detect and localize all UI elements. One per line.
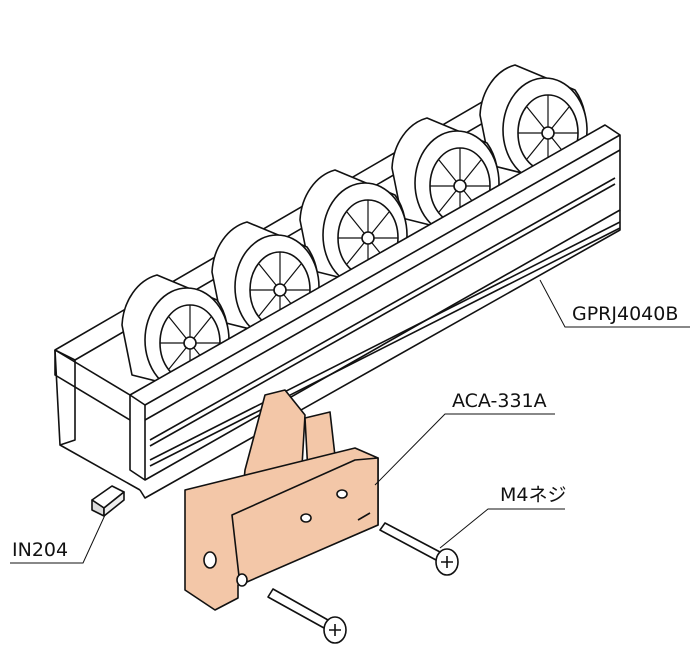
bracket	[184, 389, 379, 611]
label-nut: IN204	[12, 539, 69, 561]
screw-lower	[267, 588, 347, 644]
screw-upper	[379, 522, 459, 576]
rail-front	[54, 124, 621, 499]
t-nut	[91, 485, 125, 517]
leader-lines	[10, 279, 690, 564]
label-bracket: ACA-331A	[452, 390, 547, 412]
label-rail: GPRJ4040B	[572, 303, 679, 325]
label-screw: M4ネジ	[500, 484, 567, 506]
